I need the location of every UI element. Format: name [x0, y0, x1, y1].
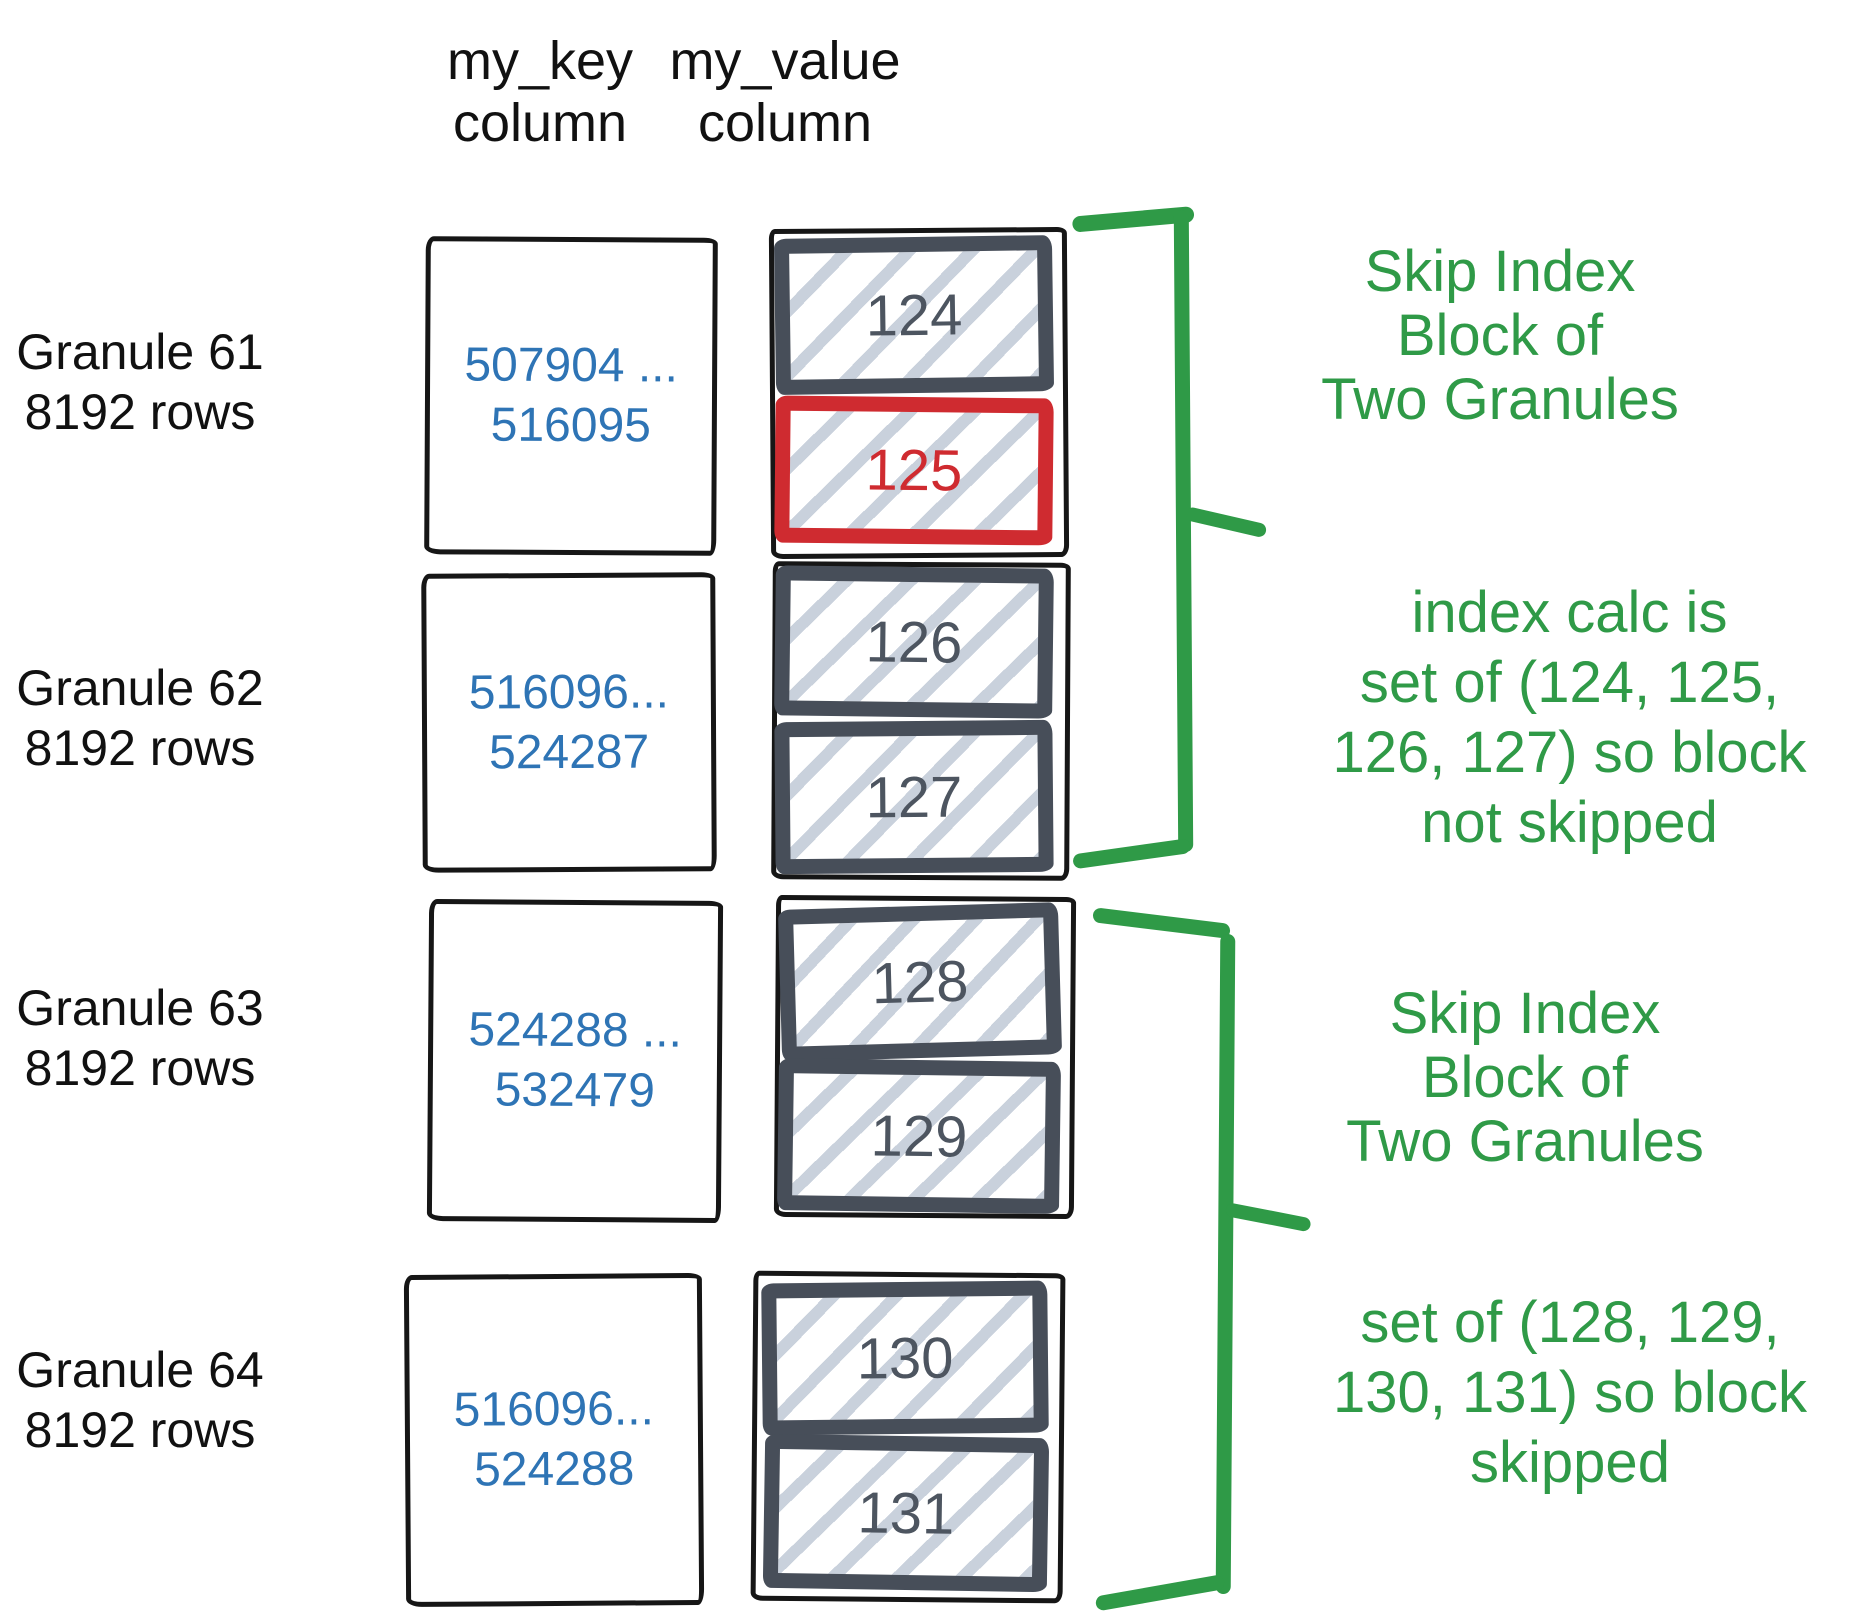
- granule-62-key-min: 516096...: [468, 664, 670, 720]
- granule-64-key-max: 524288: [473, 1442, 635, 1497]
- annotation-line: 130, 131) so block: [1333, 1360, 1807, 1425]
- annotation-line: set of (124, 125,: [1359, 650, 1780, 715]
- value-number-124: 124: [865, 281, 963, 349]
- value-block-124: 124: [773, 235, 1055, 395]
- granule-63-key-box: 524288 ... 532479: [426, 898, 724, 1224]
- value-block-125-highlighted: 125: [774, 395, 1054, 546]
- granule-61-key-max: 516095: [490, 398, 652, 453]
- value-block-129: 129: [776, 1058, 1062, 1214]
- granule-64-label: Granule 64 8192 rows: [10, 1340, 270, 1460]
- bracket-2-top-hook: [1092, 907, 1231, 939]
- annotation-line: Two Granules: [1321, 367, 1679, 432]
- granule-62-name: Granule 62: [16, 660, 264, 716]
- granule-61-key-box: 507904 ... 516095: [424, 236, 718, 556]
- granule-62-key-max: 524287: [488, 725, 650, 779]
- granule-63-key-max: 532479: [494, 1063, 656, 1118]
- annotation-skip-index-block-1: Skip Index Block of Two Granules: [1230, 240, 1770, 432]
- granule-61-key-range: 507904 ... 516095: [464, 335, 678, 456]
- value-block-127: 127: [774, 719, 1054, 875]
- granule-61-label: Granule 61 8192 rows: [10, 322, 270, 442]
- annotation-line: skipped: [1470, 1430, 1670, 1495]
- granule-63-key-range: 524288 ... 532479: [468, 1000, 682, 1121]
- granule-63-name: Granule 63: [16, 980, 264, 1036]
- value-number-130: 130: [856, 1324, 954, 1392]
- value-number-125: 125: [865, 437, 963, 504]
- granule-61-rows: 8192 rows: [24, 384, 256, 440]
- granule-61-key-min: 507904 ...: [464, 338, 679, 393]
- granule-64-key-range: 516096... 524288: [453, 1379, 655, 1500]
- annotation-line: Two Granules: [1346, 1109, 1704, 1174]
- annotation-index-calc-not-skipped: index calc is set of (124, 125, 126, 127…: [1282, 578, 1857, 858]
- my-key-header-line1: my_key: [446, 31, 634, 91]
- value-block-128: 128: [777, 902, 1063, 1062]
- annotation-line: Block of: [1421, 1045, 1629, 1110]
- granule-63-key-min: 524288 ...: [468, 1003, 683, 1058]
- annotation-line: set of (128, 129,: [1360, 1290, 1780, 1355]
- value-number-129: 129: [870, 1102, 968, 1170]
- my-value-header-line2: column: [697, 93, 873, 153]
- bracket-1-bottom-hook: [1072, 838, 1192, 870]
- annotation-line: Skip Index: [1389, 981, 1661, 1046]
- granule-62-key-box: 516096... 524287: [421, 572, 717, 873]
- my-key-column-header: my_key column: [390, 30, 690, 154]
- granule-63-label: Granule 63 8192 rows: [10, 978, 270, 1098]
- annotation-line: Block of: [1396, 303, 1604, 368]
- granule-64-key-box: 516096... 524288: [403, 1272, 705, 1608]
- value-number-126: 126: [865, 608, 963, 676]
- granule-61-name: Granule 61: [16, 324, 264, 380]
- value-block-131: 131: [762, 1433, 1050, 1593]
- bracket-1-stem: [1173, 209, 1194, 853]
- annotation-line: not skipped: [1421, 790, 1718, 855]
- bracket-2-bottom-hook: [1094, 1574, 1226, 1612]
- bracket-1-mid-tick: [1184, 506, 1268, 539]
- my-value-header-line1: my_value: [669, 31, 901, 91]
- granule-63-rows: 8192 rows: [24, 1040, 256, 1096]
- bracket-2-mid-tick: [1224, 1202, 1312, 1233]
- annotation-set-skipped: set of (128, 129, 130, 131) so block ski…: [1285, 1288, 1855, 1498]
- value-number-128: 128: [870, 948, 970, 1016]
- granule-62-rows: 8192 rows: [24, 720, 256, 776]
- granule-64-rows: 8192 rows: [24, 1402, 256, 1458]
- bracket-2-stem: [1215, 933, 1236, 1595]
- granule-64-name: Granule 64: [16, 1342, 264, 1398]
- value-block-130: 130: [761, 1280, 1049, 1436]
- my-key-header-line2: column: [452, 93, 628, 153]
- value-number-127: 127: [865, 764, 963, 830]
- value-block-126: 126: [774, 565, 1054, 719]
- annotation-skip-index-block-2: Skip Index Block of Two Granules: [1265, 982, 1785, 1174]
- my-value-column-header: my_value column: [630, 30, 940, 154]
- granule-62-label: Granule 62 8192 rows: [10, 658, 270, 778]
- value-number-131: 131: [857, 1479, 955, 1547]
- annotation-line: Skip Index: [1364, 239, 1636, 304]
- annotation-line: 126, 127) so block: [1332, 720, 1807, 785]
- granule-62-key-range: 516096... 524287: [469, 662, 670, 783]
- granule-64-key-min: 516096...: [453, 1382, 655, 1437]
- annotation-line: index calc is: [1411, 580, 1728, 645]
